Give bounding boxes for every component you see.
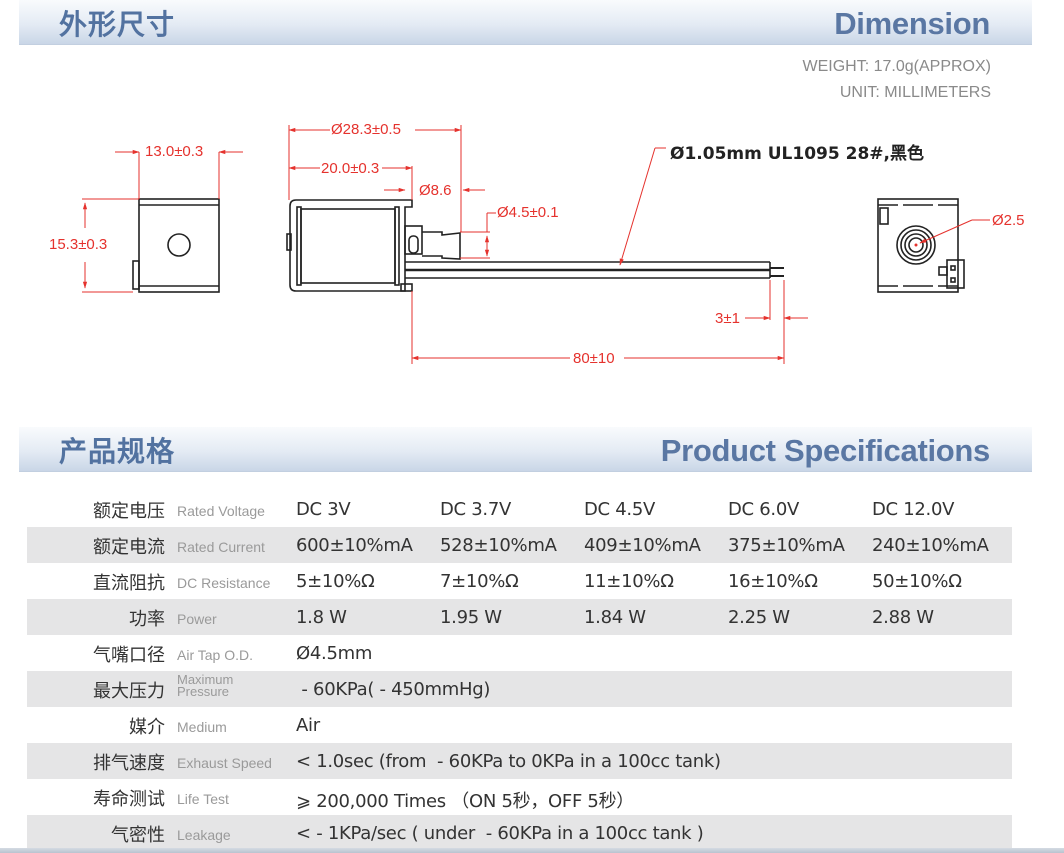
spec-title-en: Product Specifications <box>660 433 991 468</box>
drawing-lines <box>82 125 990 364</box>
cell-value: 1.84 W <box>584 607 646 628</box>
spec-row-max-pressure: 最大压力 Maximum Pressure - 60KPa( - 450mmHg… <box>27 671 1012 707</box>
row-label-en: Air Tap O.D. <box>177 647 253 663</box>
front-view-dims <box>82 149 243 293</box>
row-label-en: Medium <box>177 719 227 735</box>
cell-value: 2.25 W <box>728 607 790 628</box>
cell-value: 600±10%mA <box>296 535 413 556</box>
spec-row-life-test: 寿命测试 Life Test ⩾ 200,000 Times （ON 5秒，OF… <box>27 779 1012 815</box>
spec-section-header: 产品规格 Product Specifications <box>19 427 1032 472</box>
row-label-cn: 功率 <box>129 609 165 630</box>
cell-value: 16±10%Ω <box>728 571 818 592</box>
front-height-label: 15.3±0.3 <box>49 236 108 253</box>
cell-value: < 1.0sec (from - 60KPa to 0KPa in a 100c… <box>296 751 721 772</box>
spec-row-leakage: 气密性 Leakage < - 1KPa/sec ( under - 60KPa… <box>27 815 1012 851</box>
nozzle-od-label: Ø4.5±0.1 <box>497 204 559 221</box>
cell-value: 240±10%mA <box>872 535 989 556</box>
row-label-en-line1: Maximum <box>177 672 234 687</box>
row-label-cn: 气密性 <box>111 825 165 846</box>
cell-value: 2.88 W <box>872 607 934 628</box>
cell-value: 375±10%mA <box>728 535 845 556</box>
spec-title-cn: 产品规格 <box>59 435 176 468</box>
front-view <box>132 198 220 293</box>
cell-value: ⩾ 200,000 Times （ON 5秒，OFF 5秒） <box>296 791 634 812</box>
weight-text: WEIGHT: 17.0g(APPROX) <box>802 58 992 75</box>
wire-spec-label: Ø1.05mm UL1095 28#,黑色 <box>670 144 924 164</box>
cell-value: DC 3V <box>296 499 351 520</box>
cell-value: 1.8 W <box>296 607 347 628</box>
cell-value: DC 3.7V <box>440 499 511 520</box>
cell-value: 11±10%Ω <box>584 571 674 592</box>
port-diameter-label: Ø2.5 <box>992 212 1025 229</box>
spec-row-exhaust-speed: 排气速度 Exhaust Speed < 1.0sec (from - 60KP… <box>27 743 1012 779</box>
side-view <box>286 199 784 292</box>
cell-value: 528±10%mA <box>440 535 557 556</box>
spec-row-air-tap: 气嘴口径 Air Tap O.D. Ø4.5mm <box>27 635 1012 671</box>
cell-value: 1.95 W <box>440 607 502 628</box>
spec-row-dc-resistance: 直流阻抗 DC Resistance 5±10%Ω 7±10%Ω 11±10%Ω… <box>27 563 1012 599</box>
cell-value: Ø4.5mm <box>296 643 373 664</box>
row-label-en: Exhaust Speed <box>177 755 272 771</box>
row-label-cn: 媒介 <box>129 717 165 738</box>
cell-value: 409±10%mA <box>584 535 701 556</box>
dimension-title-en: Dimension <box>834 6 990 41</box>
side-view-dims <box>288 125 808 364</box>
row-label-en: DC Resistance <box>177 575 271 591</box>
row-label-cn: 直流阻抗 <box>93 573 165 594</box>
cell-value: 50±10%Ω <box>872 571 962 592</box>
cell-value: < - 1KPa/sec ( under - 60KPa in a 100cc … <box>296 823 704 844</box>
spec-row-power: 功率 Power 1.8 W 1.95 W 1.84 W 2.25 W 2.88… <box>27 599 1012 635</box>
row-label-cn: 额定电压 <box>93 501 165 522</box>
dimension-section-header: 外形尺寸 Dimension <box>19 0 1032 45</box>
cell-value: 7±10%Ω <box>440 571 519 592</box>
front-width-label: 13.0±0.3 <box>145 143 204 160</box>
dimension-meta: WEIGHT: 17.0g(APPROX) UNIT: MILLIMETERS <box>803 54 992 106</box>
unit-text: UNIT: MILLIMETERS <box>839 84 991 101</box>
row-label-en: Life Test <box>177 791 229 807</box>
row-label-en: Rated Voltage <box>177 503 265 519</box>
strip-length-label: 3±1 <box>715 310 740 327</box>
row-label-en: Power <box>177 611 217 627</box>
technical-drawing: 13.0±0.3 15.3±0.3 Ø28.3±0.5 20.0±0.3 Ø8.… <box>0 0 1064 420</box>
wire-length-label: 80±10 <box>573 350 615 367</box>
cell-value: DC 6.0V <box>728 499 799 520</box>
row-label-en: Maximum Pressure <box>177 672 267 699</box>
cell-value: - 60KPa( - 450mmHg) <box>296 679 491 700</box>
spec-row-medium: 媒介 Medium Air <box>27 707 1012 743</box>
row-label-cn: 寿命测试 <box>93 789 165 810</box>
end-view <box>877 198 965 293</box>
cell-value: DC 4.5V <box>584 499 655 520</box>
row-label-en: Leakage <box>177 827 231 843</box>
cell-value: DC 12.0V <box>872 499 955 520</box>
nozzle-base-label: Ø8.6 <box>419 182 452 199</box>
body-length-label: 20.0±0.3 <box>321 160 380 177</box>
dimension-title-cn: 外形尺寸 <box>59 8 176 41</box>
bottom-divider <box>0 848 1064 853</box>
spec-row-rated-current: 额定电流 Rated Current 600±10%mA 528±10%mA 4… <box>27 527 1012 563</box>
row-label-cn: 气嘴口径 <box>93 645 165 666</box>
spec-row-rated-voltage: 额定电压 Rated Voltage DC 3V DC 3.7V DC 4.5V… <box>27 491 1012 527</box>
cell-value: 5±10%Ω <box>296 571 375 592</box>
row-label-en: Rated Current <box>177 539 265 555</box>
row-label-cn: 排气速度 <box>93 753 165 774</box>
row-label-en-line2: Pressure <box>177 684 230 699</box>
total-length-label: Ø28.3±0.5 <box>331 121 401 138</box>
cell-value: Air <box>296 715 320 736</box>
row-label-cn: 额定电流 <box>93 537 165 558</box>
spec-table: 额定电压 Rated Voltage DC 3V DC 3.7V DC 4.5V… <box>27 491 1012 851</box>
end-view-dims <box>914 219 990 247</box>
row-label-cn: 最大压力 <box>93 681 165 702</box>
